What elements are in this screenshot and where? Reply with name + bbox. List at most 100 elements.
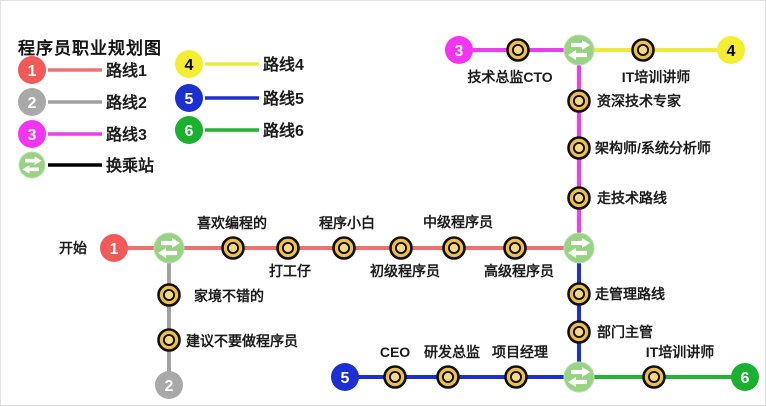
legend-route-badge <box>18 56 46 84</box>
start-label: 开始 <box>59 240 87 256</box>
transfer-station-icon <box>563 361 595 393</box>
station-marker-inner <box>508 241 522 255</box>
route-5-terminal: 5 <box>331 363 359 391</box>
station-label: CEO <box>380 344 410 360</box>
station-label: 部门主管 <box>597 324 653 340</box>
station-marker-inner <box>636 43 650 57</box>
station-label: 走管理路线 <box>595 286 665 302</box>
station-label: IT培训讲师 <box>646 344 714 360</box>
station: 资深技术专家 <box>567 89 682 113</box>
terminal-number: 4 <box>727 43 736 60</box>
terminal-number: 6 <box>741 370 750 387</box>
station: 建议不要做程序员 <box>157 328 298 352</box>
station-marker-inner <box>162 288 176 302</box>
station: CEO <box>380 344 410 389</box>
station: 中级程序员 <box>423 214 493 260</box>
transfer-station <box>563 361 595 393</box>
terminal-number: 3 <box>455 43 464 60</box>
station: 项目经理 <box>492 344 548 389</box>
legend-route-number: 2 <box>28 95 37 112</box>
legend-route-number: 1 <box>28 63 37 80</box>
route-6-terminal: 6 <box>731 363 759 391</box>
station-marker-inner <box>162 333 176 347</box>
station: 打工仔 <box>269 236 311 279</box>
station-marker-inner <box>572 191 586 205</box>
station-marker-inner <box>441 370 455 384</box>
station: 架构师/系统分析师 <box>567 136 711 160</box>
station-marker-inner <box>226 241 240 255</box>
station: 喜欢编程的 <box>197 215 267 260</box>
legend-route-number: 6 <box>185 123 194 140</box>
route-1-terminal: 1 <box>100 234 128 262</box>
station-marker-inner <box>572 325 586 339</box>
terminal-number: 1 <box>110 241 119 258</box>
station: 高级程序员 <box>484 236 554 279</box>
station-marker-inner <box>572 94 586 108</box>
terminal-badge <box>445 36 473 64</box>
terminal-badge <box>100 234 128 262</box>
transfer-station <box>153 232 185 264</box>
station-label: 建议不要做程序员 <box>186 333 298 349</box>
legend-item-route-2: 2 路线2 <box>18 88 147 116</box>
station-marker-inner <box>337 241 351 255</box>
legend-item-route-3: 3 路线3 <box>18 120 147 148</box>
station-label: 中级程序员 <box>423 214 493 230</box>
station: 部门主管 <box>567 320 653 344</box>
station: 研发总监 <box>424 344 480 389</box>
transfer-station-icon <box>563 34 595 66</box>
legend-route-badge <box>18 88 46 116</box>
legend-route-badge <box>18 120 46 148</box>
legend-route-badge <box>175 50 203 78</box>
station-label: 初级程序员 <box>370 263 440 279</box>
station-label: 家境不错的 <box>194 288 264 304</box>
transfer-station-icon <box>563 232 595 264</box>
terminal-badge <box>155 371 183 399</box>
legend-item-transfer: 换乘站 <box>18 151 154 179</box>
terminal-number: 5 <box>341 370 350 387</box>
page-title: 程序员职业规划图 <box>18 39 162 58</box>
station-marker-inner <box>572 141 586 155</box>
route-3-terminal: 3 <box>445 36 473 64</box>
station: 程序小白 <box>319 215 375 260</box>
station-marker-inner <box>394 241 408 255</box>
station-marker-inner <box>572 287 586 301</box>
station: 技术总监CTO <box>467 38 553 85</box>
transfer-station <box>563 34 595 66</box>
legend-label: 路线3 <box>106 125 147 144</box>
station-label: 走技术路线 <box>597 190 667 206</box>
station-marker-inner <box>647 370 661 384</box>
transfer-station <box>563 232 595 264</box>
station-label: 项目经理 <box>492 344 548 360</box>
transfer-station-icon <box>18 151 46 179</box>
station-label: 喜欢编程的 <box>197 215 267 231</box>
terminal-number: 2 <box>165 378 174 395</box>
station-marker-inner <box>281 241 295 255</box>
transfer-station-icon <box>153 232 185 264</box>
station-label: IT培训讲师 <box>622 69 690 85</box>
station-label: 高级程序员 <box>484 263 554 279</box>
legend-route-number: 3 <box>28 127 37 144</box>
terminal-badge <box>331 363 359 391</box>
route-2-terminal: 2 <box>155 371 183 399</box>
legend-label: 路线2 <box>106 93 147 112</box>
station-marker-inner <box>447 241 461 255</box>
legend-route-badge <box>175 84 203 112</box>
route-4-terminal: 4 <box>717 36 745 64</box>
legend-route-badge <box>175 116 203 144</box>
legend-item-route-1: 1 路线1 <box>18 56 147 84</box>
station-label: 研发总监 <box>424 344 480 360</box>
terminal-badge <box>717 36 745 64</box>
station-marker-inner <box>509 370 523 384</box>
station-label: 资深技术专家 <box>597 93 682 109</box>
station-label: 打工仔 <box>269 263 311 279</box>
station-marker-inner <box>511 43 525 57</box>
station: 初级程序员 <box>370 236 440 279</box>
legend-label: 路线1 <box>106 61 147 80</box>
station: 走管理路线 <box>567 282 665 306</box>
legend-route-number: 5 <box>185 91 194 108</box>
station: 走技术路线 <box>567 186 667 210</box>
